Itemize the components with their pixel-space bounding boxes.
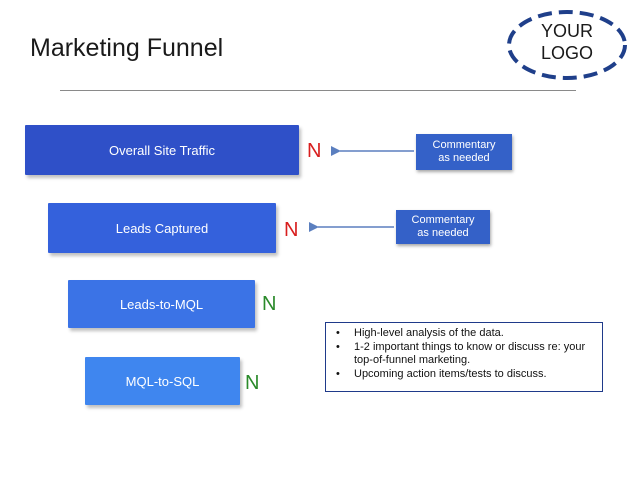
funnel-stage-label: Overall Site Traffic [109,142,215,158]
funnel-stage-label: Leads Captured [115,220,209,236]
funnel-value-mql-to-sql: N [245,372,260,394]
notes-box: High-level analysis of the data. 1-2 imp… [325,322,603,392]
funnel-value-leads-captured: N [284,219,299,241]
funnel-stage-label: Leads-to-MQL [119,296,204,312]
slide-title: Marketing Funnel [30,34,224,62]
commentary-box-1: Commentary as needed [416,134,512,170]
funnel-stage-mql-to-sql: MQL-to-SQL [85,357,240,405]
funnel-stage-label: MQL-to-SQL [125,373,200,389]
funnel-value-leads-to-mql: N [262,293,277,315]
notes-item: 1-2 important things to know or discuss … [334,341,594,368]
funnel-stage-leads-captured: Leads Captured [48,203,276,253]
logo-text: YOUR LOGO [540,21,593,63]
logo-dashed-ellipse-icon [507,10,627,80]
funnel-stage-leads-to-mql: Leads-to-MQL [68,280,255,328]
notes-item: High-level analysis of the data. [334,327,594,341]
commentary-box-2: Commentary as needed [396,210,490,244]
logo: YOUR LOGO [503,6,631,84]
notes-item: Upcoming action items/tests to discuss. [334,368,594,382]
funnel-value-site-traffic: N [307,140,322,162]
title-divider [60,90,576,91]
funnel-stage-site-traffic: Overall Site Traffic [25,125,299,175]
notes-list: High-level analysis of the data. 1-2 imp… [334,327,594,381]
